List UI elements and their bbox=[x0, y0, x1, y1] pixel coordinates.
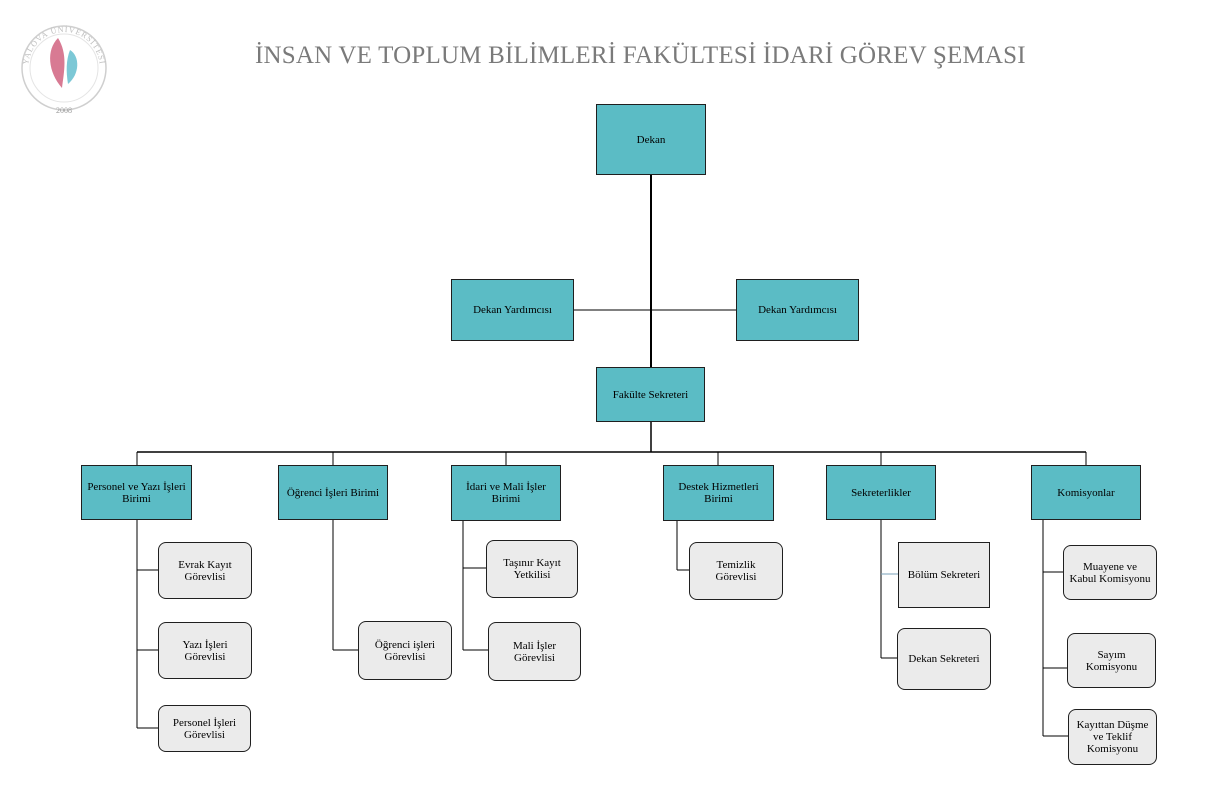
node-yazi-isleri-gorevlisi: Yazı İşleri Görevlisi bbox=[158, 622, 252, 679]
node-kayittan-dusme-komisyonu: Kayıttan Düşme ve Teklif Komisyonu bbox=[1068, 709, 1157, 765]
node-ogrenci-isleri-birimi: Öğrenci İşleri Birimi bbox=[278, 465, 388, 520]
node-sayim-komisyonu: Sayım Komisyonu bbox=[1067, 633, 1156, 688]
node-dekan-yardimcisi-right: Dekan Yardımcısı bbox=[736, 279, 859, 341]
node-komisyonlar: Komisyonlar bbox=[1031, 465, 1141, 520]
node-dekan: Dekan bbox=[596, 104, 706, 175]
node-personel-ve-yazi-isleri: Personel ve Yazı İşleri Birimi bbox=[81, 465, 192, 520]
node-fakulte-sekreteri: Fakülte Sekreteri bbox=[596, 367, 705, 422]
node-personel-isleri-gorevlisi: Personel İşleri Görevlisi bbox=[158, 705, 251, 752]
page-title: İNSAN VE TOPLUM BİLİMLERİ FAKÜLTESİ İDAR… bbox=[255, 42, 1026, 69]
node-tasinir-kayit-yetkilisi: Taşınır Kayıt Yetkilisi bbox=[486, 540, 578, 598]
node-muayene-ve-kabul-komisyonu: Muayene ve Kabul Komisyonu bbox=[1063, 545, 1157, 600]
node-temizlik-gorevlisi: Temizlik Görevlisi bbox=[689, 542, 783, 600]
node-mali-isler-gorevlisi: Mali İşler Görevlisi bbox=[488, 622, 581, 681]
node-evrak-kayit-gorevlisi: Evrak Kayıt Görevlisi bbox=[158, 542, 252, 599]
logo-year: 2008 bbox=[56, 106, 72, 115]
node-sekreterlikler: Sekreterlikler bbox=[826, 465, 936, 520]
node-idari-ve-mali-isler: İdari ve Mali İşler Birimi bbox=[451, 465, 561, 521]
node-dekan-sekreteri: Dekan Sekreteri bbox=[897, 628, 991, 690]
university-logo: YALOVA ÜNİVERSİTESİ 2008 bbox=[18, 10, 110, 122]
node-destek-hizmetleri: Destek Hizmetleri Birimi bbox=[663, 465, 774, 521]
node-dekan-yardimcisi-left: Dekan Yardımcısı bbox=[451, 279, 574, 341]
node-bolum-sekreteri: Bölüm Sekreteri bbox=[898, 542, 990, 608]
node-ogrenci-isleri-gorevlisi: Öğrenci işleri Görevlisi bbox=[358, 621, 452, 680]
